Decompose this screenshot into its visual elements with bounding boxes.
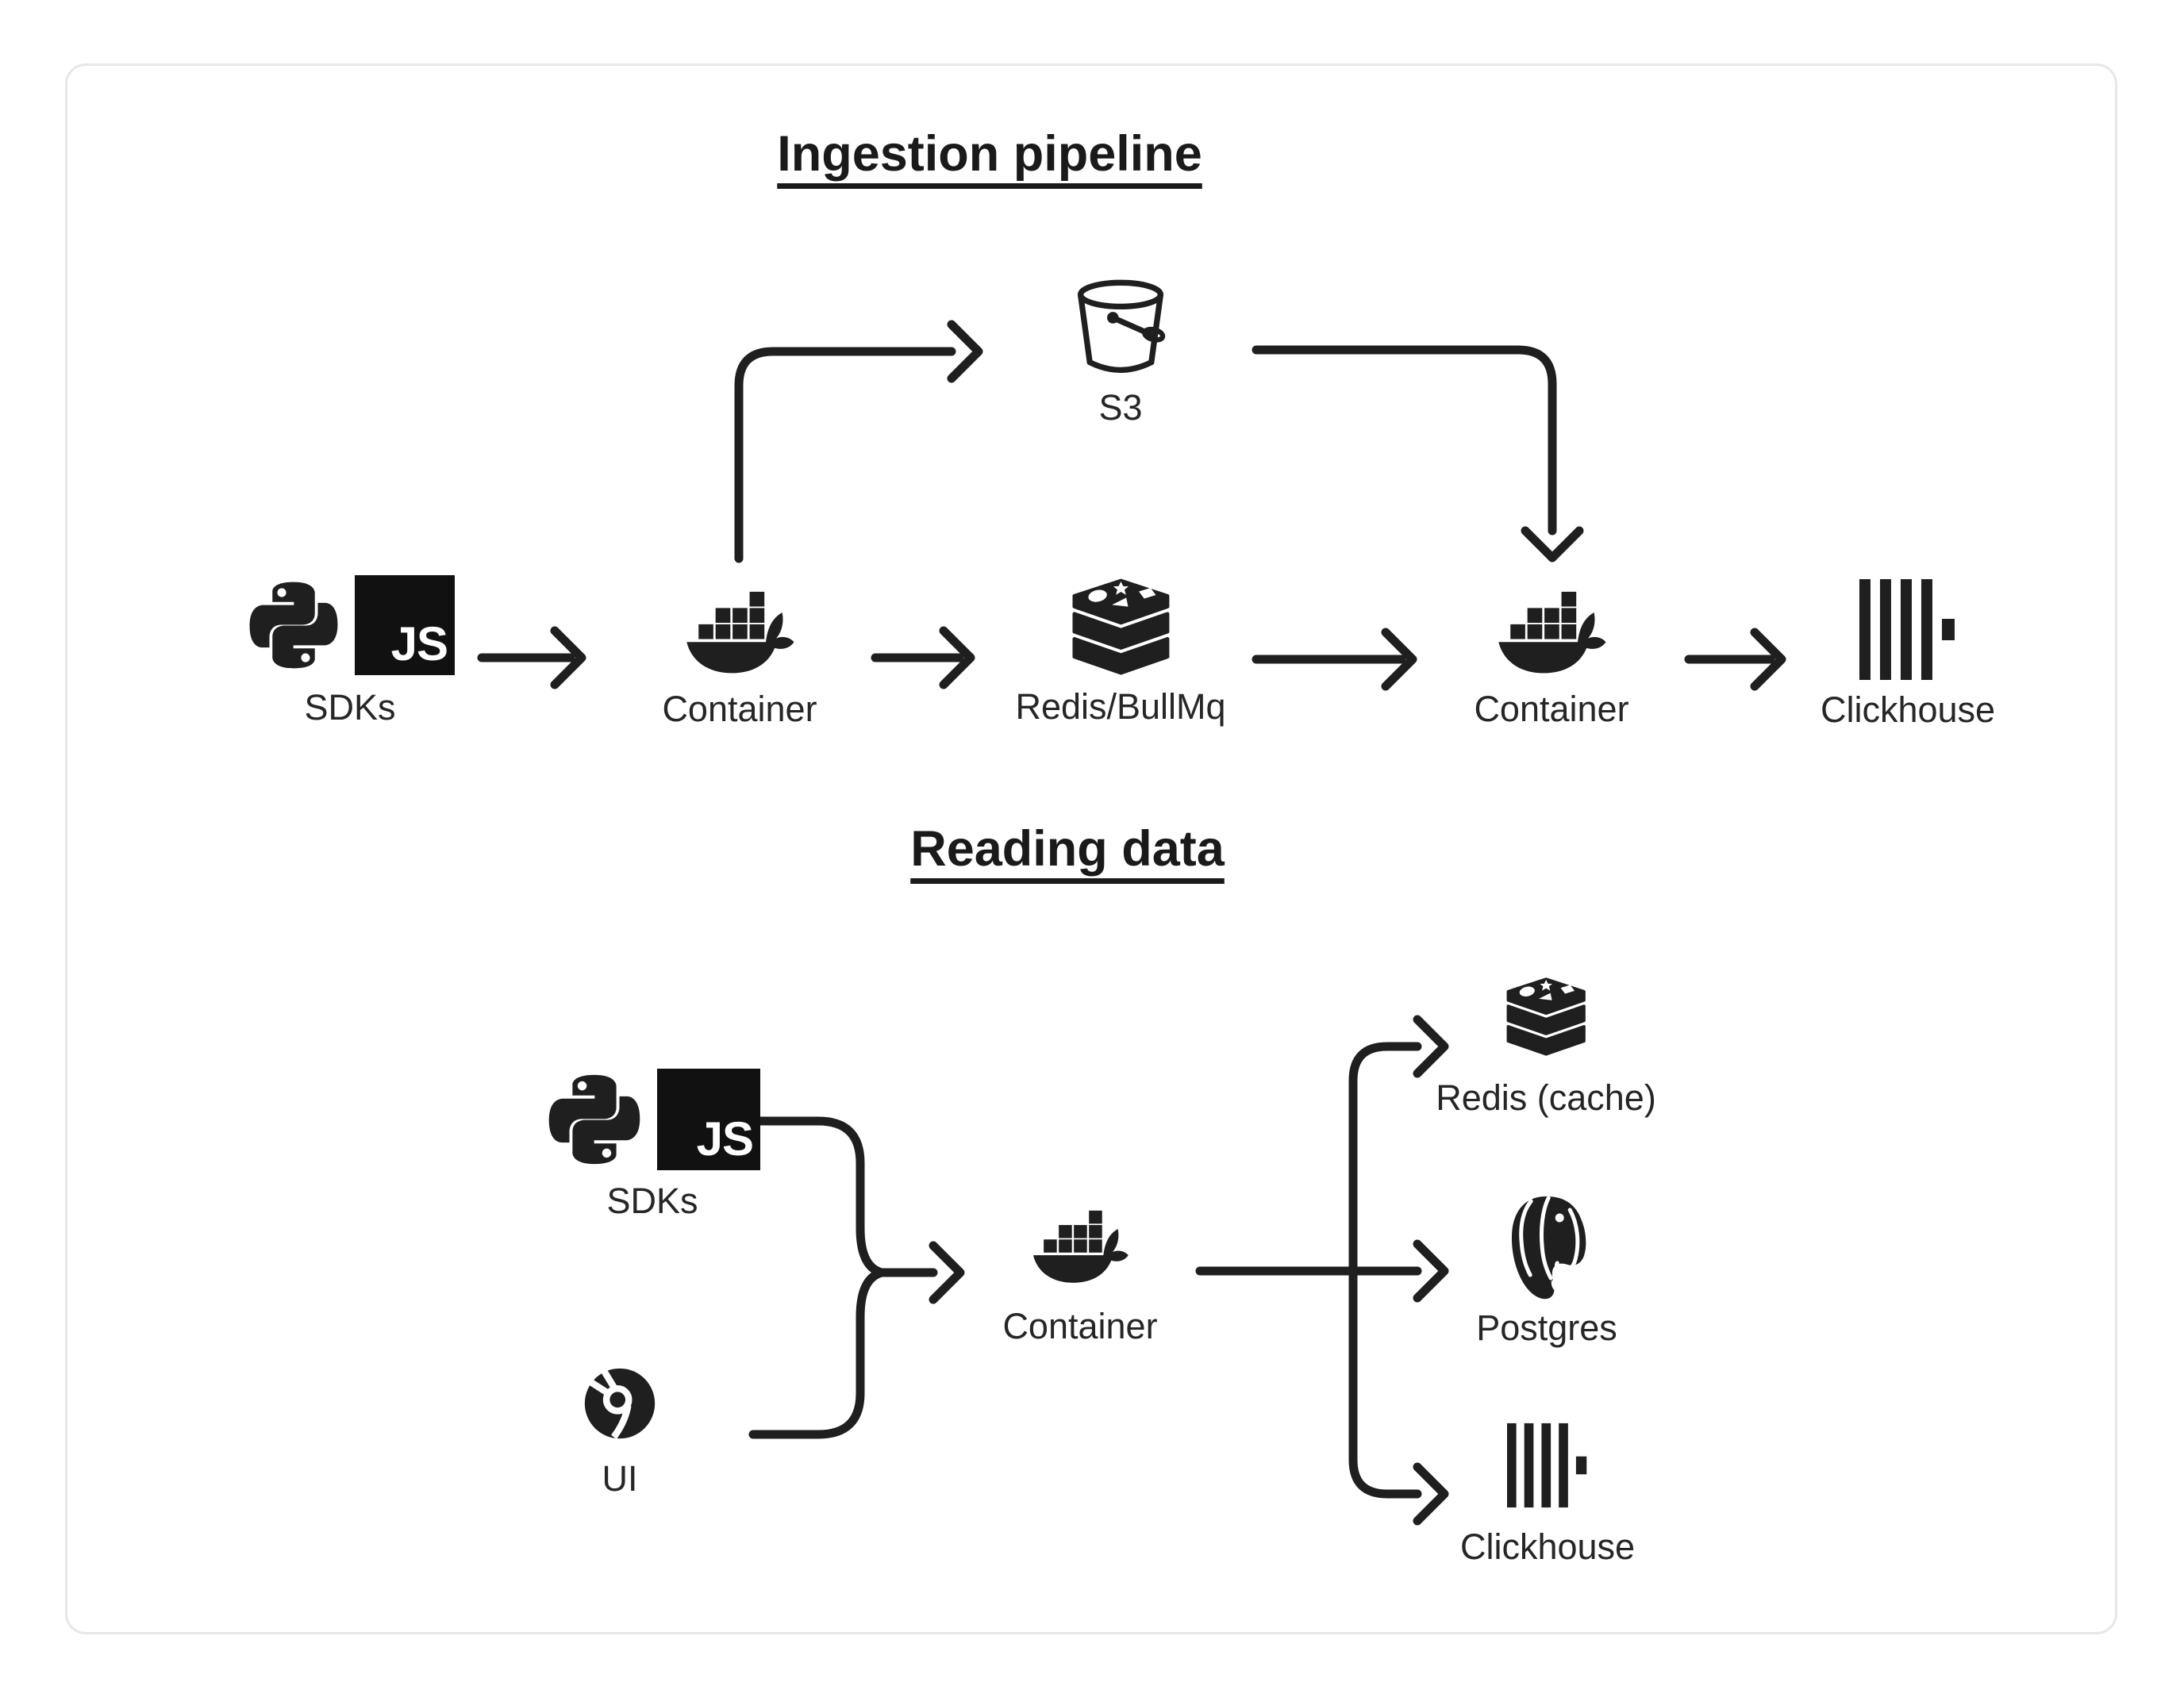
redis-icon xyxy=(1072,578,1169,675)
s3-bucket-icon xyxy=(1077,279,1166,373)
node-label: S3 xyxy=(1098,387,1143,428)
node-s3: S3 xyxy=(1074,278,1167,426)
docker-icon xyxy=(1498,591,1606,674)
node-label: Clickhouse xyxy=(1459,1526,1636,1567)
python-icon xyxy=(548,1074,640,1165)
postgres-icon xyxy=(1511,1196,1586,1300)
node-sdks-read: JS SDKs xyxy=(544,1066,760,1219)
clickhouse-icon xyxy=(1859,579,1955,680)
node-label: Container xyxy=(1474,689,1629,729)
node-redis-queue: Redis/BullMq xyxy=(1015,576,1226,727)
node-postgres: Postgres xyxy=(1476,1190,1617,1346)
reading-data-title: Reading data xyxy=(910,821,1225,877)
chrome-icon xyxy=(584,1368,656,1439)
docker-icon xyxy=(686,591,794,674)
node-label: Redis/BullMq xyxy=(1015,686,1226,727)
node-clickhouse-read: Clickhouse xyxy=(1460,1415,1635,1565)
node-label: SDKs xyxy=(606,1181,698,1221)
node-label: Container xyxy=(662,689,817,729)
python-icon xyxy=(249,582,338,669)
docker-icon xyxy=(1032,1210,1129,1283)
node-label: UI xyxy=(602,1458,638,1499)
node-label: SDKs xyxy=(304,687,396,728)
node-container-ingest-out: Container xyxy=(1474,590,1629,729)
node-redis-cache: Redis (cache) xyxy=(1436,970,1656,1116)
node-container-ingest-in: Container xyxy=(662,590,817,728)
node-container-read: Container xyxy=(1002,1209,1158,1346)
javascript-icon: JS xyxy=(355,575,455,675)
redis-icon xyxy=(1506,977,1586,1056)
clickhouse-icon xyxy=(1506,1423,1587,1508)
ingestion-pipeline-title: Ingestion pipeline xyxy=(777,126,1202,182)
diagram-card xyxy=(65,63,2117,1634)
node-label: Redis (cache) xyxy=(1436,1077,1656,1118)
node-clickhouse-ingest: Clickhouse xyxy=(1821,579,1995,728)
node-label: Postgres xyxy=(1476,1307,1617,1348)
javascript-icon: JS xyxy=(657,1069,760,1170)
node-label: Clickhouse xyxy=(1820,689,1996,730)
node-label: Container xyxy=(1002,1306,1158,1346)
node-ui: UI xyxy=(583,1366,657,1497)
node-sdks-ingest: JS SDKs xyxy=(245,573,455,726)
